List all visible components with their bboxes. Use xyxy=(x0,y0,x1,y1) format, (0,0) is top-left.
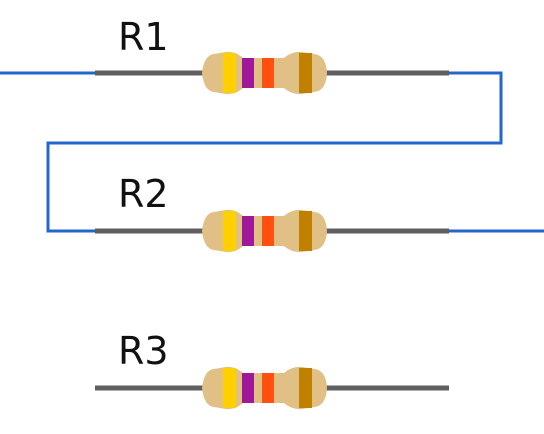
color-band-gold xyxy=(299,368,312,408)
resistor-label: R3 xyxy=(118,329,169,373)
color-band-yellow xyxy=(223,211,236,251)
color-band-yellow xyxy=(223,368,236,408)
color-band-violet xyxy=(242,216,254,246)
resistor-r1: R1 xyxy=(95,15,449,95)
resistor-r3: R3 xyxy=(95,329,449,410)
color-band-red xyxy=(262,373,274,403)
color-band-gold xyxy=(299,211,312,251)
color-band-gold xyxy=(299,53,312,93)
color-band-violet xyxy=(242,373,254,403)
resistor-r2: R2 xyxy=(95,172,449,253)
color-band-yellow xyxy=(223,53,236,93)
color-band-red xyxy=(262,58,274,88)
color-band-red xyxy=(262,216,274,246)
resistor-label: R2 xyxy=(118,172,169,216)
color-band-violet xyxy=(242,58,254,88)
resistor-label: R1 xyxy=(118,15,169,59)
wire-r1-to-r2 xyxy=(46,71,503,233)
